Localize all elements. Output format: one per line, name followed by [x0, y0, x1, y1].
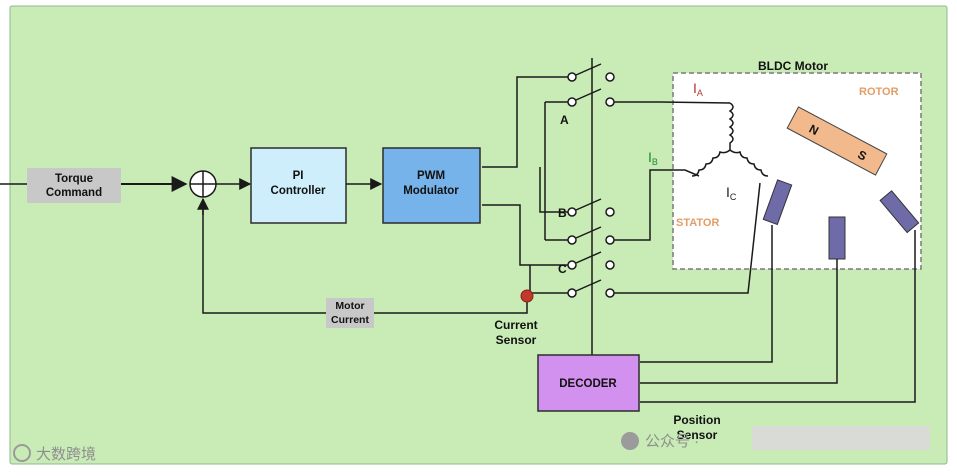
watermark-left-text: 大数跨境 [36, 445, 96, 463]
stator-label: STATOR [676, 217, 719, 229]
torque-command-block [27, 168, 121, 203]
motor-title: BLDC Motor [758, 59, 828, 73]
position-sensor-line1: Position [673, 413, 720, 427]
current-c-label: IC [726, 184, 737, 202]
motor-current-line2: Current [331, 314, 369, 326]
switch-contacts [567, 72, 615, 298]
rotor-label: ROTOR [859, 86, 899, 98]
pwm-modulator-line1: PWM [417, 170, 445, 182]
torque-command-line1: Torque [55, 173, 93, 185]
pwm-modulator-line2: Modulator [403, 185, 459, 197]
phase-c-label: C [558, 262, 567, 276]
watermark-blur [752, 426, 930, 450]
watermark-left: 大数跨境 [13, 444, 96, 463]
current-sensor-dot [520, 289, 534, 303]
watermark-logo-icon [13, 444, 31, 462]
pi-controller-block [250, 147, 347, 224]
watermark-right: 公众号 · [621, 426, 930, 450]
position-sensor-line2: Sensor [677, 428, 718, 442]
phase-a-label: A [560, 113, 569, 127]
current-sensor-line2: Sensor [496, 333, 537, 347]
wechat-icon [621, 432, 639, 450]
current-a-label: IA [693, 80, 703, 98]
current-b-label: IB [648, 149, 658, 167]
watermark-right-text: 公众号 · [645, 433, 699, 450]
decoder-block [537, 354, 640, 412]
hall-sensor-right [879, 190, 920, 234]
torque-command-line2: Command [46, 187, 102, 199]
motor-current-tag [326, 298, 374, 328]
pwm-modulator-block [382, 147, 481, 224]
phase-b-label: B [558, 206, 567, 220]
pi-controller-line2: Controller [271, 185, 326, 197]
stator-windings [691, 102, 769, 177]
motor-current-line1: Motor [335, 300, 364, 312]
current-sensor-line1: Current [494, 318, 537, 332]
decoder-label: DECODER [559, 378, 617, 390]
pi-controller-line1: PI [293, 170, 304, 182]
rotor-magnet: N S [786, 106, 888, 176]
hall-sensor-middle [828, 216, 846, 260]
summing-junction [189, 170, 217, 198]
switch-blades [575, 63, 602, 292]
hall-sensor-left [762, 179, 793, 226]
motor-housing [672, 72, 922, 270]
